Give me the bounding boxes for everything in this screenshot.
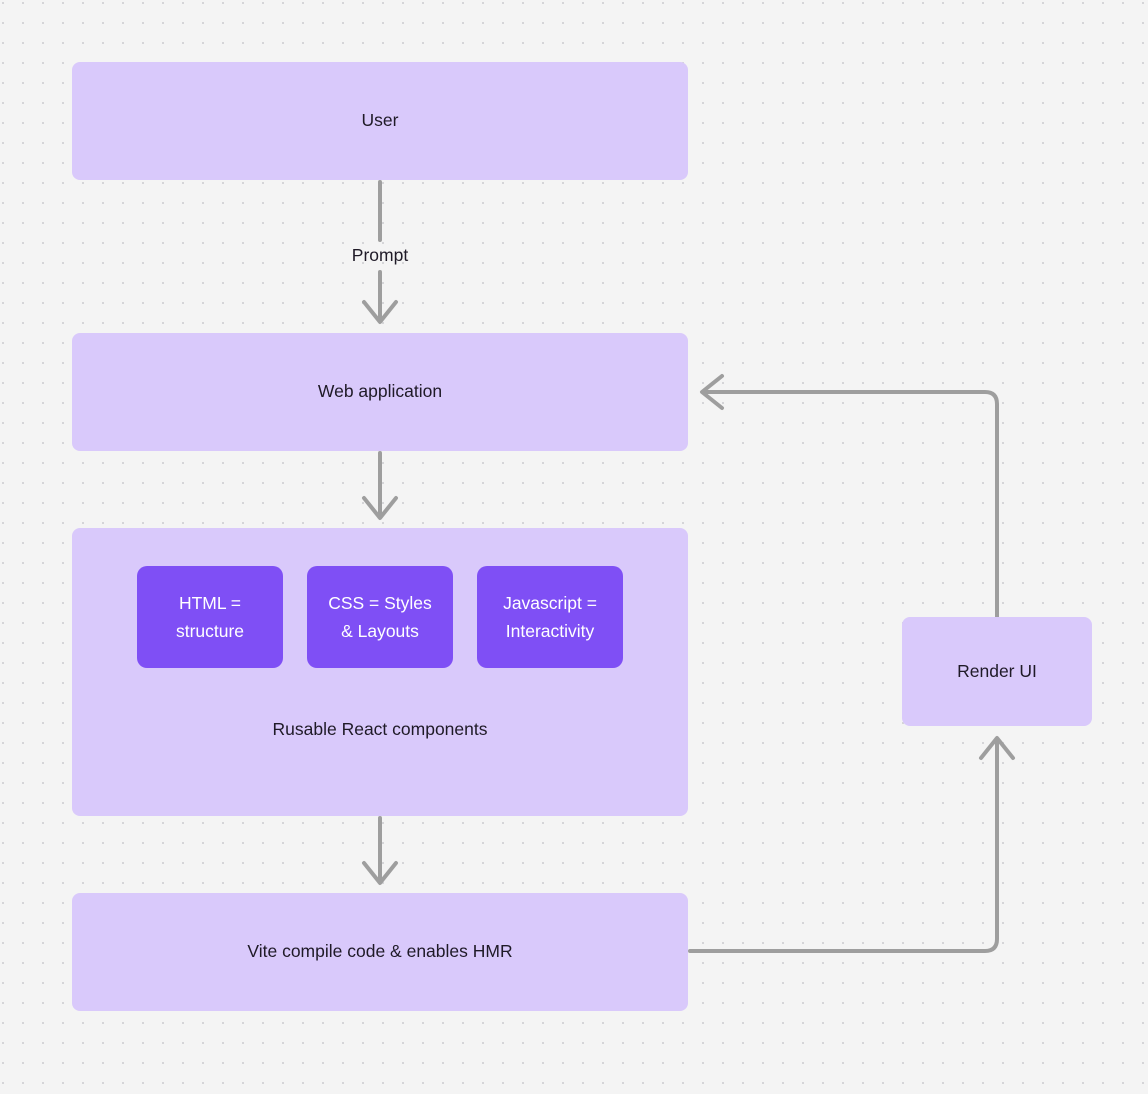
edge-render-ui-to-web-application [700,374,999,619]
node-javascript[interactable]: Javascript = Interactivity [477,566,623,668]
node-html-label-line-1: HTML = [178,592,242,613]
node-html-label-line-2: structure [175,621,245,641]
edge-react-components-to-vite [362,816,398,885]
node-user[interactable]: User [72,62,688,180]
arrowhead-up-icon [979,736,1015,760]
node-react-components[interactable]: HTML = structure CSS = Styles & Layouts … [72,528,688,816]
node-vite[interactable]: Vite compile code & enables HMR [72,893,688,1011]
arrowhead-left-icon [700,374,724,410]
arrowhead-down-icon [362,496,398,520]
edge-label-prompt-text: Prompt [351,245,409,265]
react-components-sub-nodes: HTML = structure CSS = Styles & Layouts … [72,566,688,668]
node-css[interactable]: CSS = Styles & Layouts [307,566,453,668]
node-web-application-label: Web application [317,381,443,402]
node-html[interactable]: HTML = structure [137,566,283,668]
arrowhead-down-icon [362,861,398,885]
node-web-application[interactable]: Web application [72,333,688,451]
node-user-label: User [361,110,399,131]
arrowhead-down-icon [362,300,398,324]
edge-vite-to-render-ui [688,736,1015,953]
node-render-ui[interactable]: Render UI [902,617,1092,726]
node-vite-label: Vite compile code & enables HMR [247,941,513,962]
edge-label-prompt: Prompt [320,245,440,266]
node-css-label-line-1: CSS = Styles [328,592,432,613]
node-css-label-line-2: & Layouts [341,621,419,641]
node-javascript-label-line-1: Javascript = [503,592,597,613]
node-render-ui-label: Render UI [957,660,1037,681]
node-react-components-label: Rusable React components [272,719,488,739]
edge-web-application-to-react-components [362,451,398,520]
node-javascript-label-line-2: Interactivity [505,621,595,641]
